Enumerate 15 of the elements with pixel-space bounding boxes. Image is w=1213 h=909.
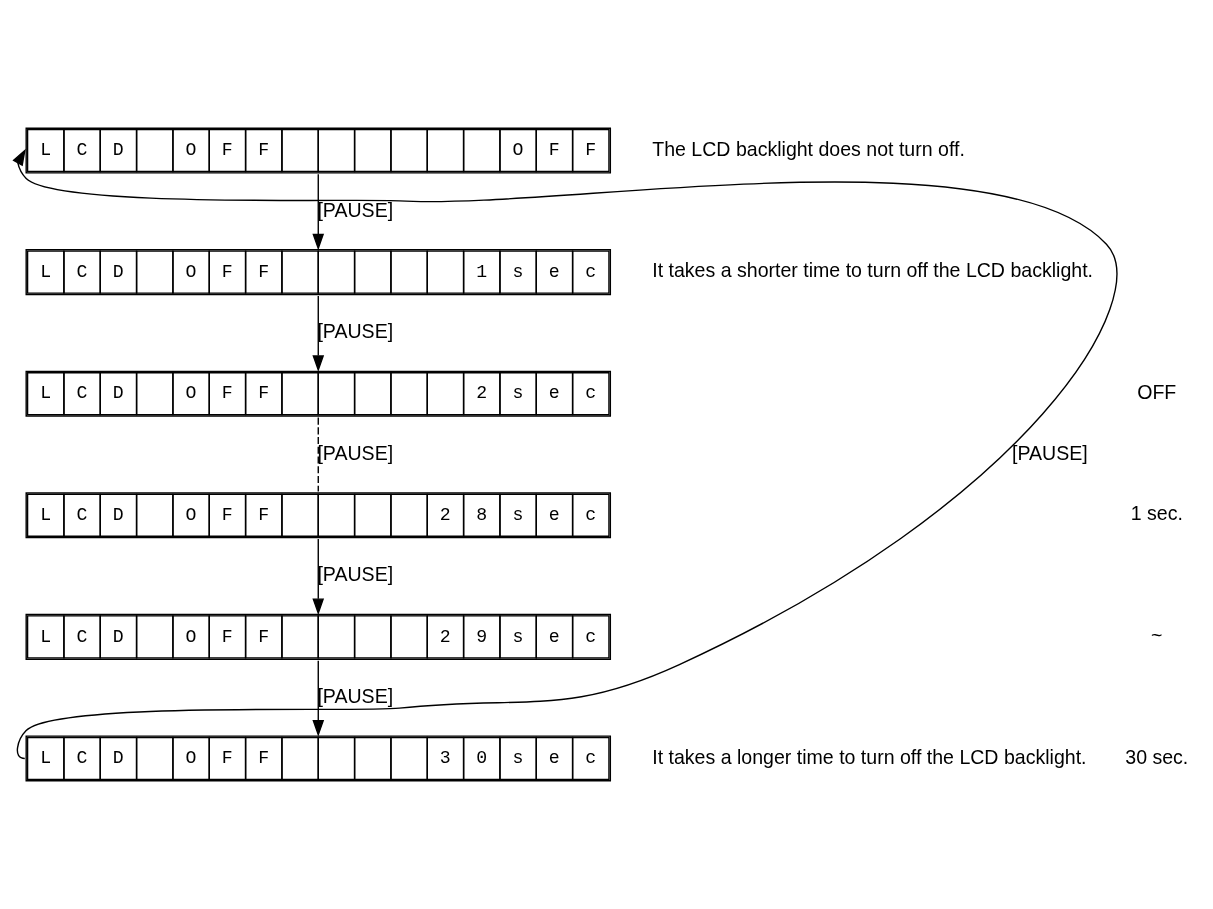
label: ~ (1151, 624, 1163, 647)
edge-label: [PAUSE] (317, 441, 394, 464)
arrow (12, 148, 1117, 760)
label: 30 sec. (1125, 745, 1189, 768)
label: 1 sec. (1130, 502, 1183, 525)
node-label: It takes a shorter time to turn off the LCD backlight. (652, 259, 1094, 282)
edge-label: [PAUSE] (317, 563, 394, 586)
edge-label: [PAUSE] (317, 684, 394, 707)
connector (317, 416, 319, 493)
edge-label: [PAUSE] (317, 198, 394, 221)
edge-label: [PAUSE] (317, 320, 394, 343)
label: OFF (1137, 380, 1177, 403)
node-label: It takes a longer time to turn off the LCD backlight. (652, 745, 1087, 768)
node-label: The LCD backlight does not turn off. (652, 137, 965, 160)
edge-label: [PAUSE] (1012, 441, 1088, 464)
